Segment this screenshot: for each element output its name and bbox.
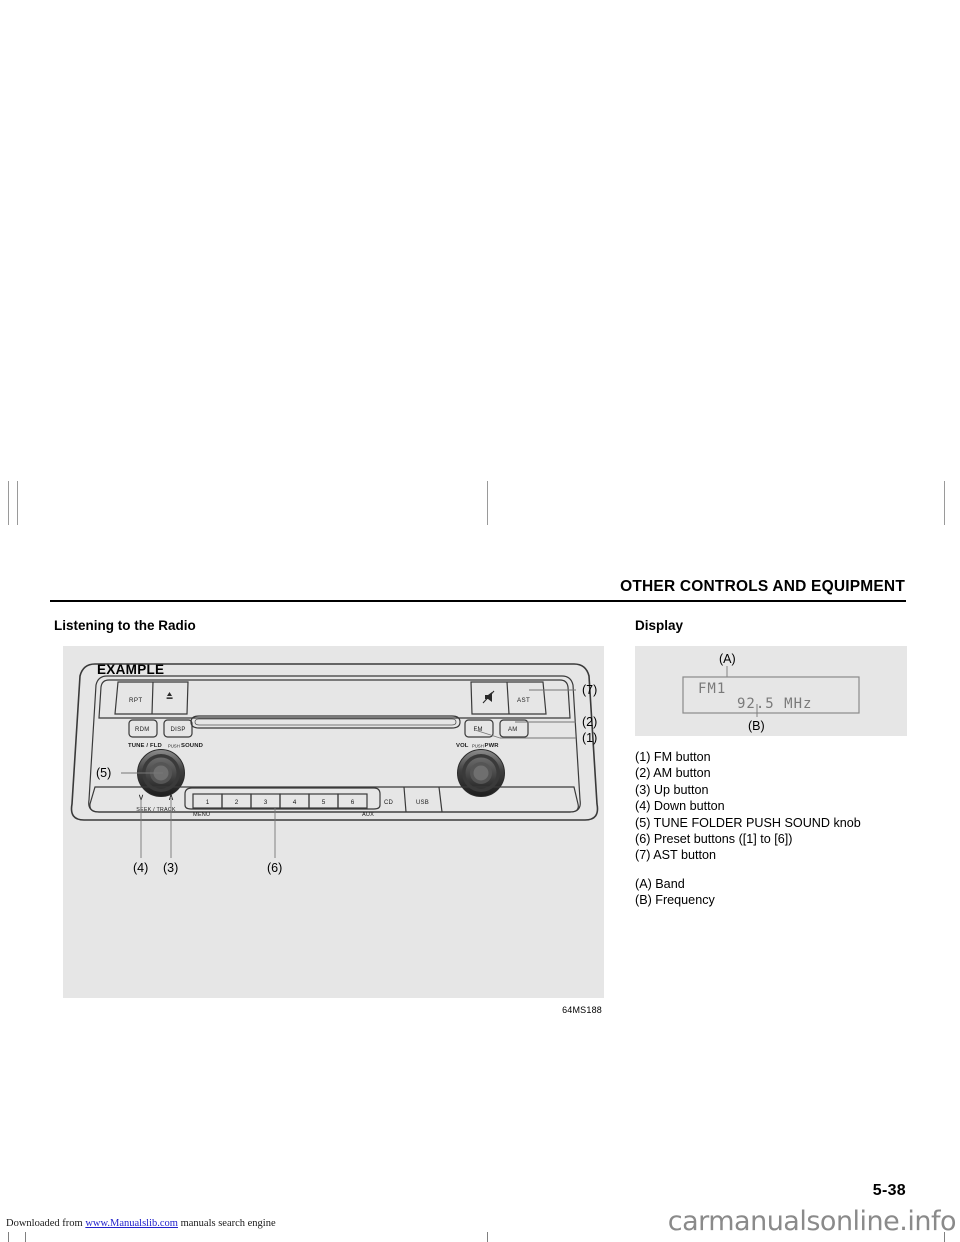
lcd-band-text: FM1 (698, 681, 726, 697)
figure-reference: 64MS188 (562, 1005, 602, 1015)
running-head-title: OTHER CONTROLS AND EQUIPMENT (620, 578, 905, 595)
svg-text:PUSH: PUSH (472, 744, 484, 749)
section-title-listening: Listening to the Radio (54, 618, 196, 633)
callout-6-text: (6) (267, 861, 282, 875)
svg-text:RPT: RPT (129, 697, 143, 704)
left-column: Listening to the Radio EXAMPLE .ol{fill:… (54, 617, 604, 1015)
site-watermark: carmanualsonline.info (667, 1206, 957, 1237)
download-note: Downloaded from www.Manualslib.com manua… (6, 1218, 276, 1229)
callout-2-text: (2) (582, 715, 597, 729)
lcd-frequency-text: 92.5 MHz (737, 696, 812, 712)
legend-item: (A) Band (635, 876, 685, 891)
svg-text:USB: USB (416, 800, 429, 806)
tick-mark-bottom-left-inner (25, 1232, 26, 1242)
radio-illustration: .ol{fill:none;stroke:#3a3a3a;stroke-widt… (70, 663, 599, 875)
svg-text:VOL: VOL (456, 743, 469, 749)
callout-b-text: (B) (748, 719, 765, 733)
example-figure-box: EXAMPLE .ol{fill:none;stroke:#3a3a3a;str… (63, 646, 604, 998)
svg-text:TUNE / FLD: TUNE / FLD (128, 743, 162, 749)
legend-block: (1) FM button (2) AM button (3) Up butto… (635, 749, 907, 909)
svg-text:AM: AM (508, 727, 518, 733)
download-note-suffix: manuals search engine (177, 1218, 276, 1229)
legend-display-list: (A) Band (B) Frequency (635, 876, 907, 909)
download-note-prefix: Downloaded from (6, 1218, 86, 1229)
svg-text:4: 4 (293, 799, 297, 806)
legend-item: (2) AM button (635, 766, 711, 781)
svg-text:∧: ∧ (168, 792, 175, 802)
crop-mark-center (487, 481, 488, 525)
legend-item: (7) AST button (635, 848, 716, 863)
example-label: EXAMPLE (97, 662, 165, 677)
running-head: OTHER CONTROLS AND EQUIPMENT (50, 578, 906, 602)
legend-item: (3) Up button (635, 782, 709, 797)
section-title-display: Display (635, 618, 684, 633)
svg-text:AST: AST (517, 697, 530, 704)
legend-item: (1) FM button (635, 750, 711, 764)
tick-mark-bottom-left-outer (8, 1232, 9, 1242)
manualslib-link[interactable]: www.Manualslib.com (85, 1218, 178, 1229)
crop-mark-left-outer (8, 481, 9, 525)
svg-text:SOUND: SOUND (181, 743, 203, 749)
svg-text:AUX: AUX (362, 812, 374, 818)
svg-text:MENU: MENU (193, 812, 210, 818)
legend-item: (5) TUNE FOLDER PUSH SOUND knob (635, 815, 861, 830)
right-column: Display (A) FM1 92.5 MHz (B) (1) FM butt… (635, 617, 907, 909)
callout-3-text: (3) (163, 861, 178, 875)
tick-mark-bottom-right (944, 1232, 945, 1242)
svg-text:PWR: PWR (485, 743, 500, 749)
callout-7-text: (7) (582, 683, 597, 697)
callout-1-text: (1) (582, 731, 597, 745)
legend-item: (4) Down button (635, 799, 725, 814)
crop-mark-right (944, 481, 945, 525)
callout-a-text: (A) (719, 652, 736, 666)
tick-mark-bottom-center (487, 1232, 488, 1242)
lcd-display-illustration: (A) FM1 92.5 MHz (B) (682, 652, 860, 733)
svg-text:RDM: RDM (135, 727, 150, 733)
running-head-rule (50, 600, 906, 602)
svg-text:∨: ∨ (138, 792, 145, 802)
svg-text:2: 2 (235, 799, 239, 806)
legend-item: (B) Frequency (635, 893, 715, 908)
page-number: 5-38 (872, 1182, 906, 1199)
legend-parts-list: (1) FM button (2) AM button (3) Up butto… (635, 749, 907, 864)
svg-text:CD: CD (384, 800, 394, 806)
svg-text:3: 3 (264, 799, 268, 806)
callout-4-text: (4) (133, 861, 148, 875)
svg-text:FM: FM (474, 727, 483, 733)
svg-text:6: 6 (351, 799, 355, 806)
display-figure-box: (A) FM1 92.5 MHz (B) (635, 646, 907, 736)
svg-text:5: 5 (322, 799, 326, 806)
svg-text:1: 1 (206, 799, 210, 806)
svg-text:DISP: DISP (171, 727, 186, 733)
svg-text:PUSH: PUSH (168, 744, 180, 749)
callout-5-text: (5) (96, 766, 111, 780)
svg-text:SEEK / TRACK: SEEK / TRACK (136, 807, 176, 813)
legend-item: (6) Preset buttons ([1] to [6]) (635, 832, 793, 847)
crop-mark-left-inner (17, 481, 18, 525)
